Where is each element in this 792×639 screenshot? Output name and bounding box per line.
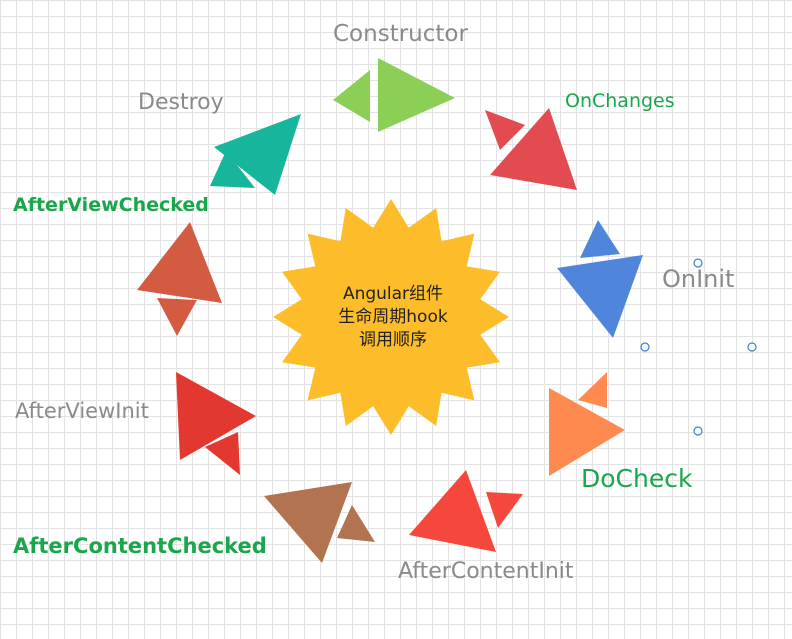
- arrow-small-4: [578, 372, 607, 408]
- arrow-main-3: [557, 255, 643, 338]
- label-oninit: OnInit: [662, 265, 735, 293]
- center-line: Angular组件: [342, 284, 444, 304]
- arrow-main-4: [549, 388, 625, 476]
- label-aftercontentinit: AfterContentInit: [398, 559, 574, 584]
- arrow-small-2: [485, 110, 525, 150]
- label-afterviewinit: AfterViewInit: [15, 399, 149, 423]
- arrow-small-5: [486, 492, 523, 528]
- center-line: 调用顺序: [359, 330, 427, 350]
- label-onchanges: OnChanges: [565, 90, 675, 112]
- arrow-main-6: [264, 482, 352, 563]
- selection-handle[interactable]: [693, 426, 703, 436]
- center-line: 生命周期hook: [338, 307, 448, 327]
- arrow-small-7: [205, 432, 240, 475]
- center-caption: Angular组件 生命周期hook 调用顺序: [318, 283, 468, 352]
- arrow-small-6: [337, 505, 375, 542]
- selection-handle[interactable]: [640, 342, 650, 352]
- arrow-small-1: [333, 70, 370, 122]
- arrow-main-1: [378, 58, 455, 132]
- selection-handles: [640, 258, 757, 436]
- arrow-main-5: [409, 470, 496, 552]
- arrow-small-9: [210, 151, 255, 188]
- sun-disc: [304, 230, 478, 404]
- sun-shape: [273, 199, 509, 435]
- arrow-ring: [137, 58, 643, 563]
- selection-handle[interactable]: [693, 258, 703, 268]
- arrow-main-2: [490, 108, 577, 190]
- selection-handle[interactable]: [747, 342, 757, 352]
- arrow-main-8: [137, 222, 222, 303]
- label-constructor: Constructor: [333, 21, 468, 47]
- arrow-main-7: [176, 372, 256, 460]
- label-afterviewchecked: AfterViewChecked: [13, 194, 209, 216]
- arrow-small-8: [157, 298, 197, 336]
- label-docheck: DoCheck: [581, 464, 693, 493]
- label-destroy: Destroy: [138, 90, 224, 115]
- arrow-small-3: [580, 220, 620, 258]
- label-aftercontentchecked: AfterContentChecked: [13, 534, 267, 558]
- arrow-main-9: [214, 114, 301, 195]
